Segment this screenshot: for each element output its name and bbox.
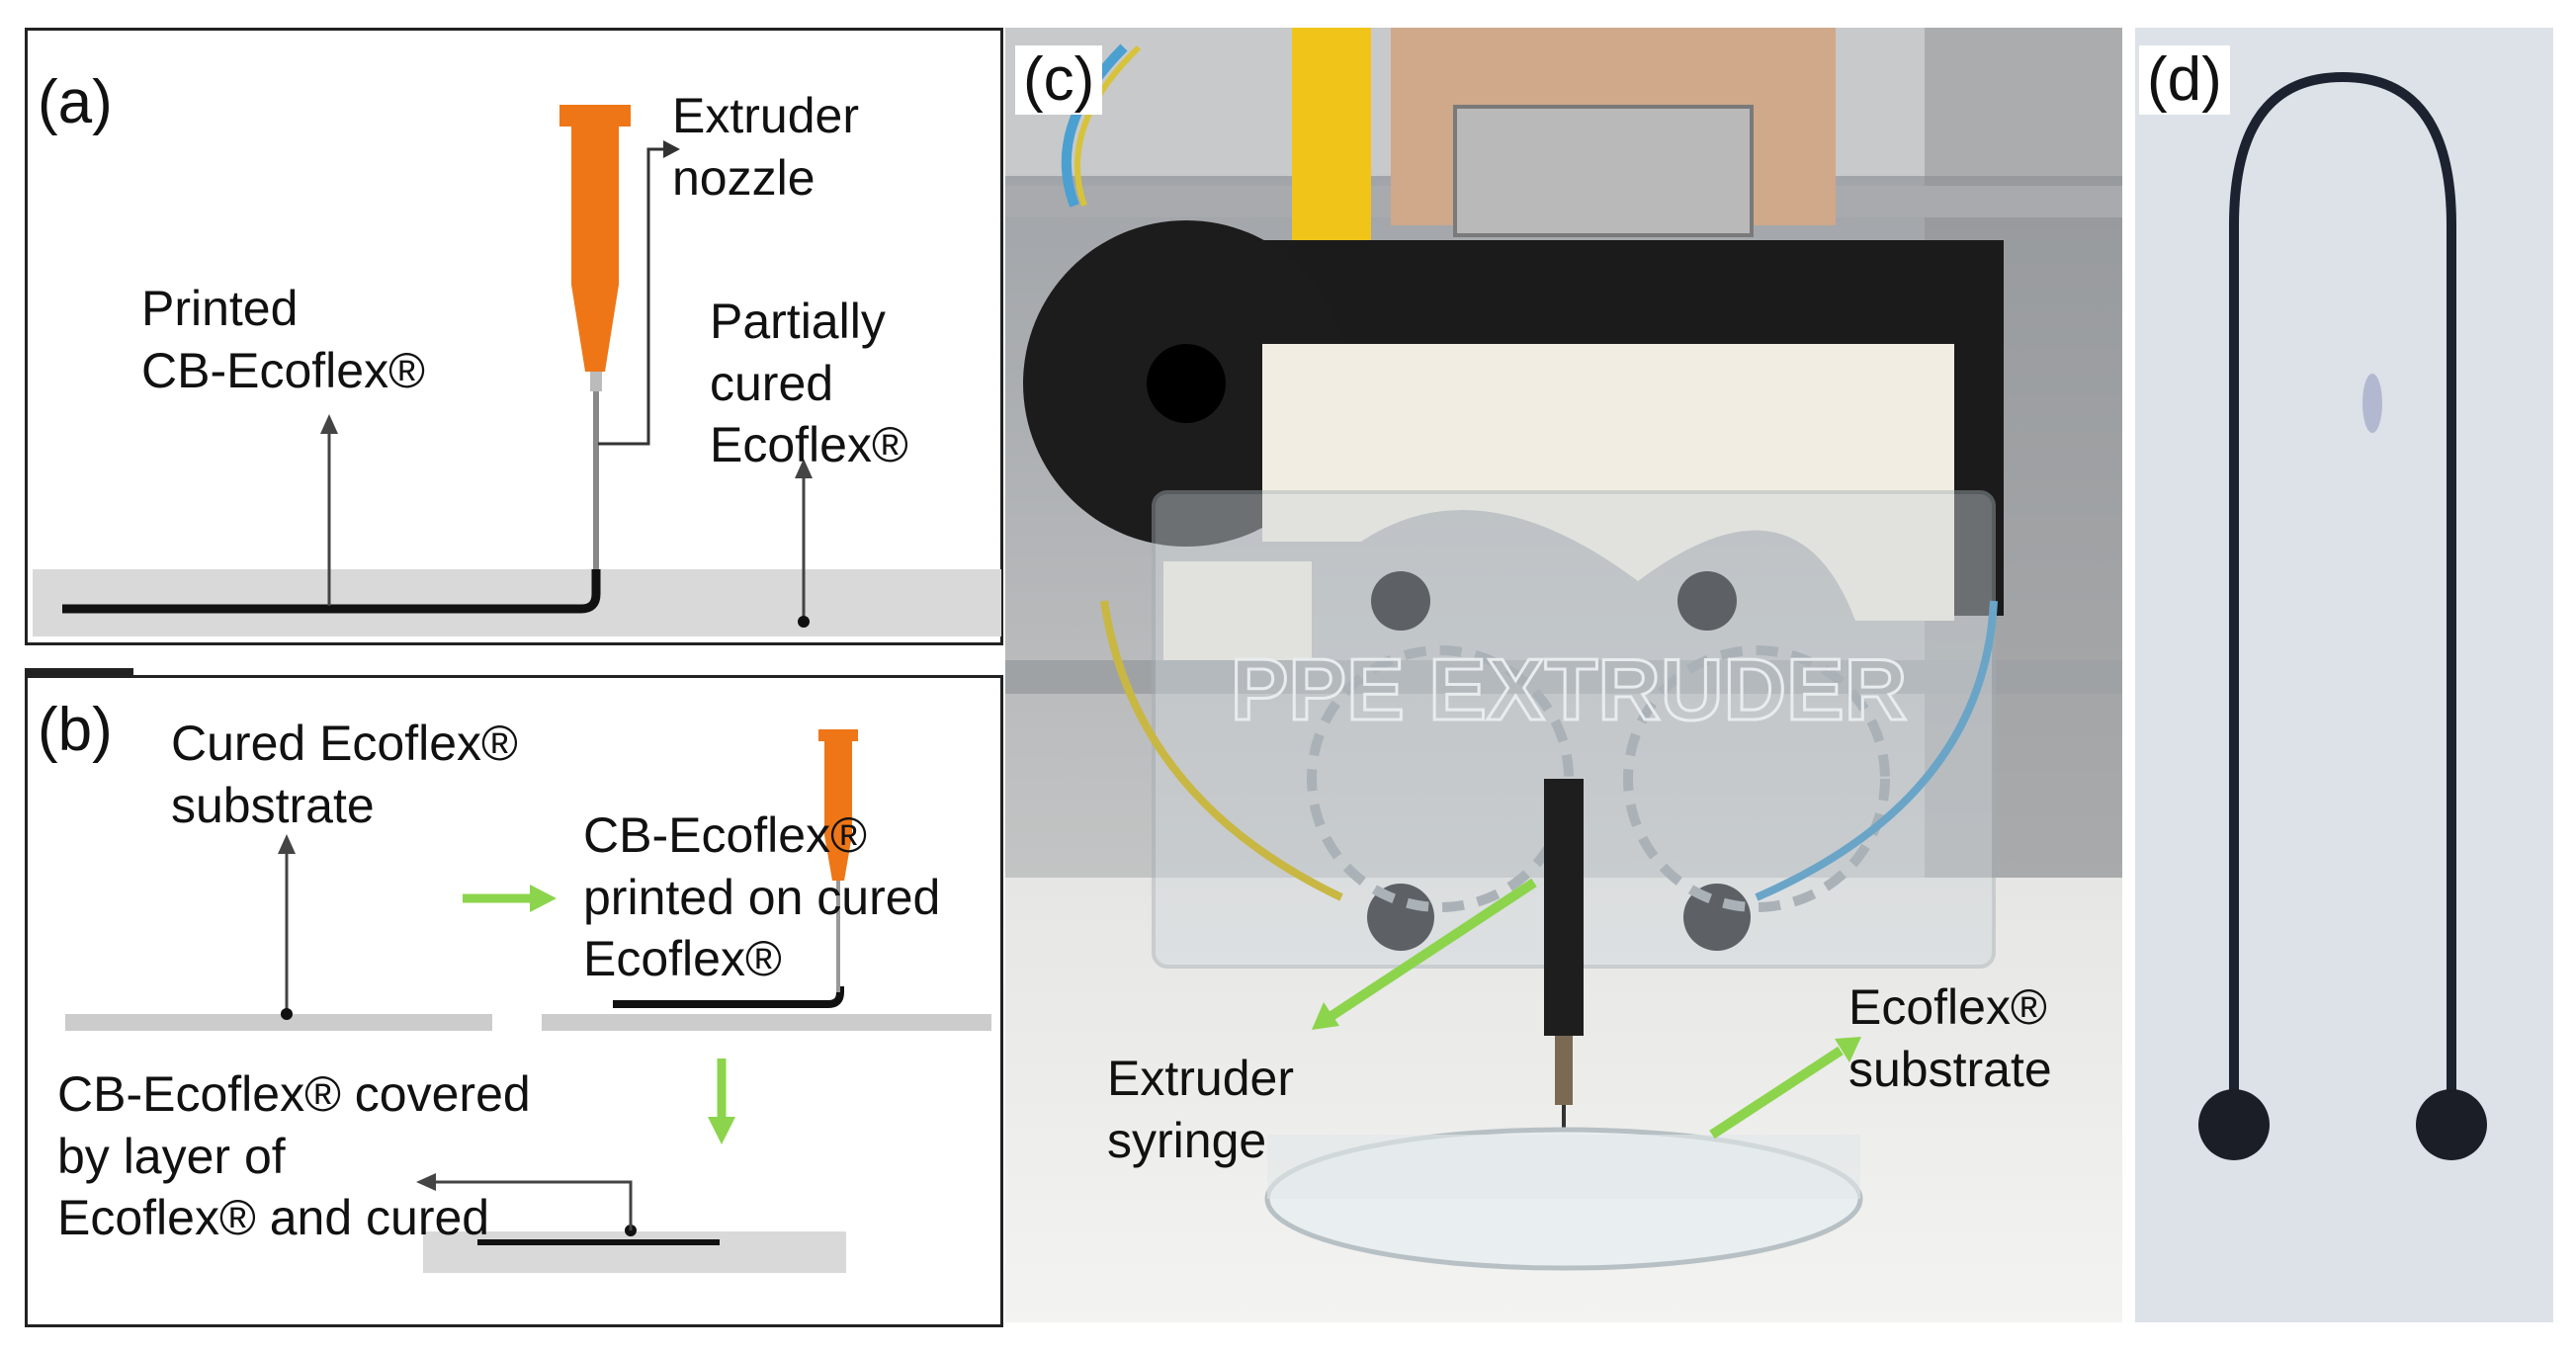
step3-pointer-head [416, 1173, 436, 1191]
panel-a-schematic [33, 105, 1001, 636]
partial-label: Partially cured Ecoflex® [710, 294, 908, 472]
green-arrow-down [708, 1058, 735, 1144]
extruder-photo-illustration: PPE EXTRUDER [1005, 28, 2122, 1322]
wire-lower-right [1755, 600, 1998, 901]
black-frame [1233, 240, 2004, 359]
partial-pointer-head [795, 459, 813, 478]
step3-pointer [433, 1180, 633, 1230]
nozzle-pointer-head [663, 140, 680, 158]
white-printed-part [1262, 344, 1954, 621]
photo-d-background [2135, 28, 2553, 1322]
green-arrow-substrate [1709, 1037, 1861, 1140]
step2-substrate [542, 1014, 991, 1031]
panel-c-photo: PPE EXTRUDER (c) Extruder syringe Ecofle… [1005, 28, 2122, 1322]
syringe-body [1544, 779, 1584, 1036]
wire-left-yellow [1074, 44, 1142, 207]
cured-substrate-label: Cured Ecoflex® substrate [171, 716, 518, 833]
nozzle-label: Extruder nozzle [672, 88, 859, 206]
panel-d-label: (d) [2139, 45, 2230, 115]
gear-hub [1147, 344, 1226, 423]
panel-b-schematic [65, 729, 991, 1273]
partial-pointer-dot [798, 616, 810, 628]
ink-smudge [2362, 374, 2382, 433]
printed-pointer-head [320, 414, 338, 434]
printed-trace [62, 569, 601, 614]
syringe-label: Extruder syringe [1107, 1051, 1294, 1168]
carriage-bracket [1453, 105, 1754, 237]
printed-on-label: CB-Ecoflex® printed on cured Ecoflex® [583, 807, 941, 986]
panel-b: (b) Cured Ecoflex® substrate CB-Ecoflex®… [25, 675, 1003, 1327]
bolt-1 [1371, 571, 1430, 631]
small-nozzle-icon [818, 729, 858, 992]
step1-pointer-head [278, 834, 296, 854]
nozzle-pointer [598, 147, 665, 446]
green-arrow-right [463, 885, 557, 912]
white-foot-left [1163, 561, 1312, 660]
panel-b-label: (b) [38, 696, 113, 764]
step1-substrate [65, 1014, 492, 1031]
rail-mid [1005, 660, 2122, 694]
panel-c-label: (c) [1015, 45, 1103, 115]
bolt-2 [1677, 571, 1737, 631]
contact-pad-right [2416, 1089, 2487, 1160]
engraving-text: PPE EXTRUDER [1231, 640, 1908, 738]
panel-separator [25, 668, 133, 676]
dish-wall [1267, 1135, 1860, 1199]
wire-left [1061, 43, 1128, 208]
clear-gear-right [1623, 645, 1890, 912]
panel-d-photo: (d) [2135, 28, 2553, 1322]
partially-cured-substrate [33, 569, 1001, 636]
step2-trace [613, 986, 844, 1008]
green-arrow-syringe [1312, 878, 1537, 1030]
printed-label: Printed CB-Ecoflex® [141, 281, 425, 398]
photo-substrate-label: Ecoflex® substrate [1848, 979, 2052, 1097]
syringe-tip [1555, 1036, 1573, 1105]
covered-label: CB-Ecoflex® covered by layer of Ecoflex®… [57, 1066, 531, 1245]
u-shaped-trace [2229, 71, 2456, 1115]
panel-a-label: (a) [38, 68, 113, 136]
step3-substrate [423, 1231, 846, 1273]
step1-pointer-dot [281, 1008, 293, 1020]
contact-pad-left [2198, 1089, 2270, 1160]
extruder-nozzle-icon [559, 105, 631, 569]
yellow-post [1292, 28, 1371, 265]
wire-lower-left [1100, 600, 1343, 901]
panel-a: (a) Extruder nozzle Printed CB-Ecoflex® … [25, 28, 1003, 645]
u-sensor-illustration [2135, 28, 2553, 1322]
